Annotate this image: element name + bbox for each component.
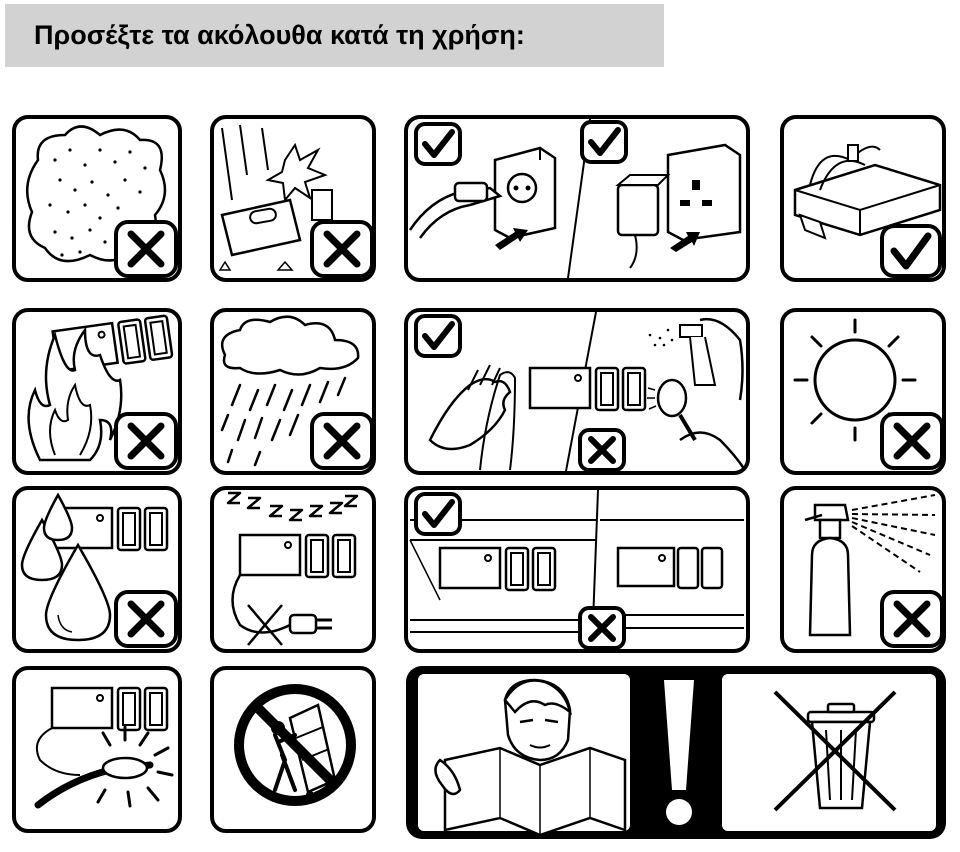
panel-no-cart (210, 666, 376, 833)
unplugged-cable-icon (231, 574, 332, 646)
crossed-bin-icon (773, 690, 897, 812)
panel-rain (210, 308, 376, 475)
spray-bottle-icon (804, 494, 936, 637)
panel-read-manual-disposal (406, 666, 946, 839)
sleep-z-icon (226, 491, 359, 522)
panel-plug-in-socket (404, 115, 750, 282)
panel-dust (12, 115, 182, 282)
panel-packaging-recycle (780, 115, 946, 282)
flame-icon (27, 326, 123, 462)
panel-falling-impact (210, 115, 376, 282)
damaged-plug-icon (34, 725, 174, 809)
rain-cloud-icon (220, 315, 360, 467)
header-banner: Προσέξτε τα ακόλουθα κατά τη χρήση: (5, 4, 664, 67)
panel-unplug-idle (210, 486, 376, 653)
spray-brush-icon (647, 317, 747, 471)
page-title: Προσέξτε τα ακόλουθα κατά τη χρήση: (34, 20, 525, 50)
cloth-wipe-icon (428, 364, 517, 471)
uk-socket-icon (615, 143, 742, 269)
panel-water-drops (12, 486, 182, 653)
box-with-cable-icon (793, 144, 942, 240)
panel-cleaning (404, 308, 750, 475)
dust-cloud-icon (25, 125, 167, 263)
panel-damaged-cable (12, 666, 182, 833)
panel-sunlight (780, 308, 946, 475)
sun-icon (793, 318, 917, 442)
wall-socket-icon (408, 146, 557, 250)
panel-fire (12, 308, 182, 475)
exclamation-icon (664, 680, 694, 825)
person-reading-icon (434, 678, 627, 837)
panel-spray-chemicals (780, 486, 946, 653)
prohibited-cart-icon (234, 684, 356, 806)
panel-shelf-placement (404, 486, 750, 653)
shelf-open-icon (409, 519, 596, 633)
water-drop-icon (20, 492, 112, 642)
falling-device-icon (218, 124, 333, 271)
